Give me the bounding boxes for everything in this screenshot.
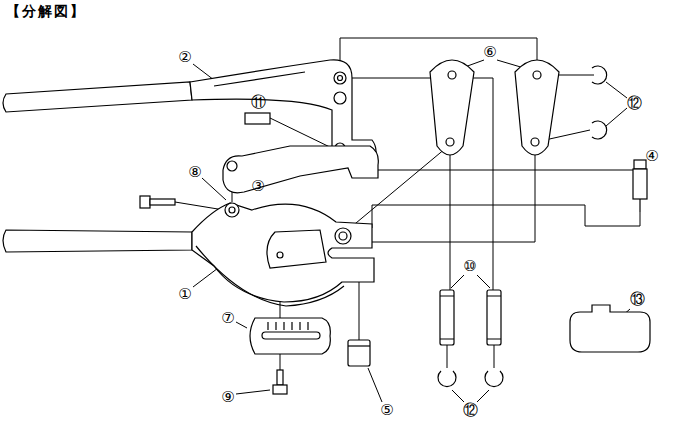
hole [531,138,539,146]
callout-number: ⑫ [627,96,642,111]
callout-number: ⑥ [483,45,496,60]
link-plate [515,60,559,155]
leader-line [368,368,382,402]
hole [334,92,346,104]
pin-part [245,113,270,124]
screw-body [633,169,647,199]
screw-shaft [150,199,175,205]
callout-number: ⑤ [380,403,393,418]
pin-part [440,290,454,345]
callout-number: ① [178,287,191,302]
screw-head [634,160,646,169]
hole [229,207,235,213]
upper-grip [3,82,192,112]
link-lever [223,146,378,193]
hole [334,72,346,84]
arm-groove [214,72,305,86]
block-part [348,340,370,366]
callout-number: ⑬ [630,292,645,307]
pivot [335,228,351,244]
guide-line [270,118,336,150]
lower-body [192,203,374,302]
leader-line [236,390,270,394]
diagram-title: 【分解図】 [6,3,86,21]
body-edge [196,246,344,306]
e-clip [592,121,607,139]
callout-number: ② [178,50,191,65]
e-clip [592,66,607,84]
pin-part [487,290,501,345]
blade-teeth [268,322,308,330]
guide-line [450,148,451,290]
guide-line [494,345,495,368]
pin-edge [487,296,501,339]
blade-part [250,318,330,354]
hole [533,71,541,79]
hole [227,161,237,171]
guide-line [378,162,640,170]
guide-line [175,202,224,210]
cover-part [570,305,650,352]
hole [338,76,343,81]
hole [448,71,456,79]
e-clip [485,371,503,387]
leader-line [606,82,627,126]
leader-line [462,60,524,68]
guide-line [359,282,360,340]
pivot [339,232,347,240]
screw-shaft [277,370,283,385]
screw-head [273,385,287,394]
callout-number: ⑪ [251,95,266,110]
guide-line [545,130,590,140]
guide-line [372,205,640,228]
callout-number: ⑨ [221,390,234,405]
pin-edge [440,296,454,339]
guide-line [372,150,535,242]
callout-number: ⑩ [463,259,476,274]
leader-line [236,322,247,328]
callout-number: ③ [251,179,264,194]
screw-tip [639,199,640,212]
callout-number: ⑧ [188,165,201,180]
jaw-recess [267,230,326,268]
e-clip [438,371,456,387]
callout-number: ⑫ [463,403,478,418]
callout-number: ④ [645,149,658,164]
blade-slot [262,332,320,339]
block-edge [348,345,370,346]
screw-head [140,196,150,208]
callout-number: ⑦ [221,311,234,326]
link-plate [430,60,474,155]
hole [277,252,283,258]
leader-line [452,390,489,402]
hole [225,203,239,217]
leader-line [193,64,214,80]
leader-line [202,178,226,200]
guide-line [447,345,448,368]
leader-line [451,275,490,288]
lower-grip [3,230,192,252]
hole [446,138,454,146]
